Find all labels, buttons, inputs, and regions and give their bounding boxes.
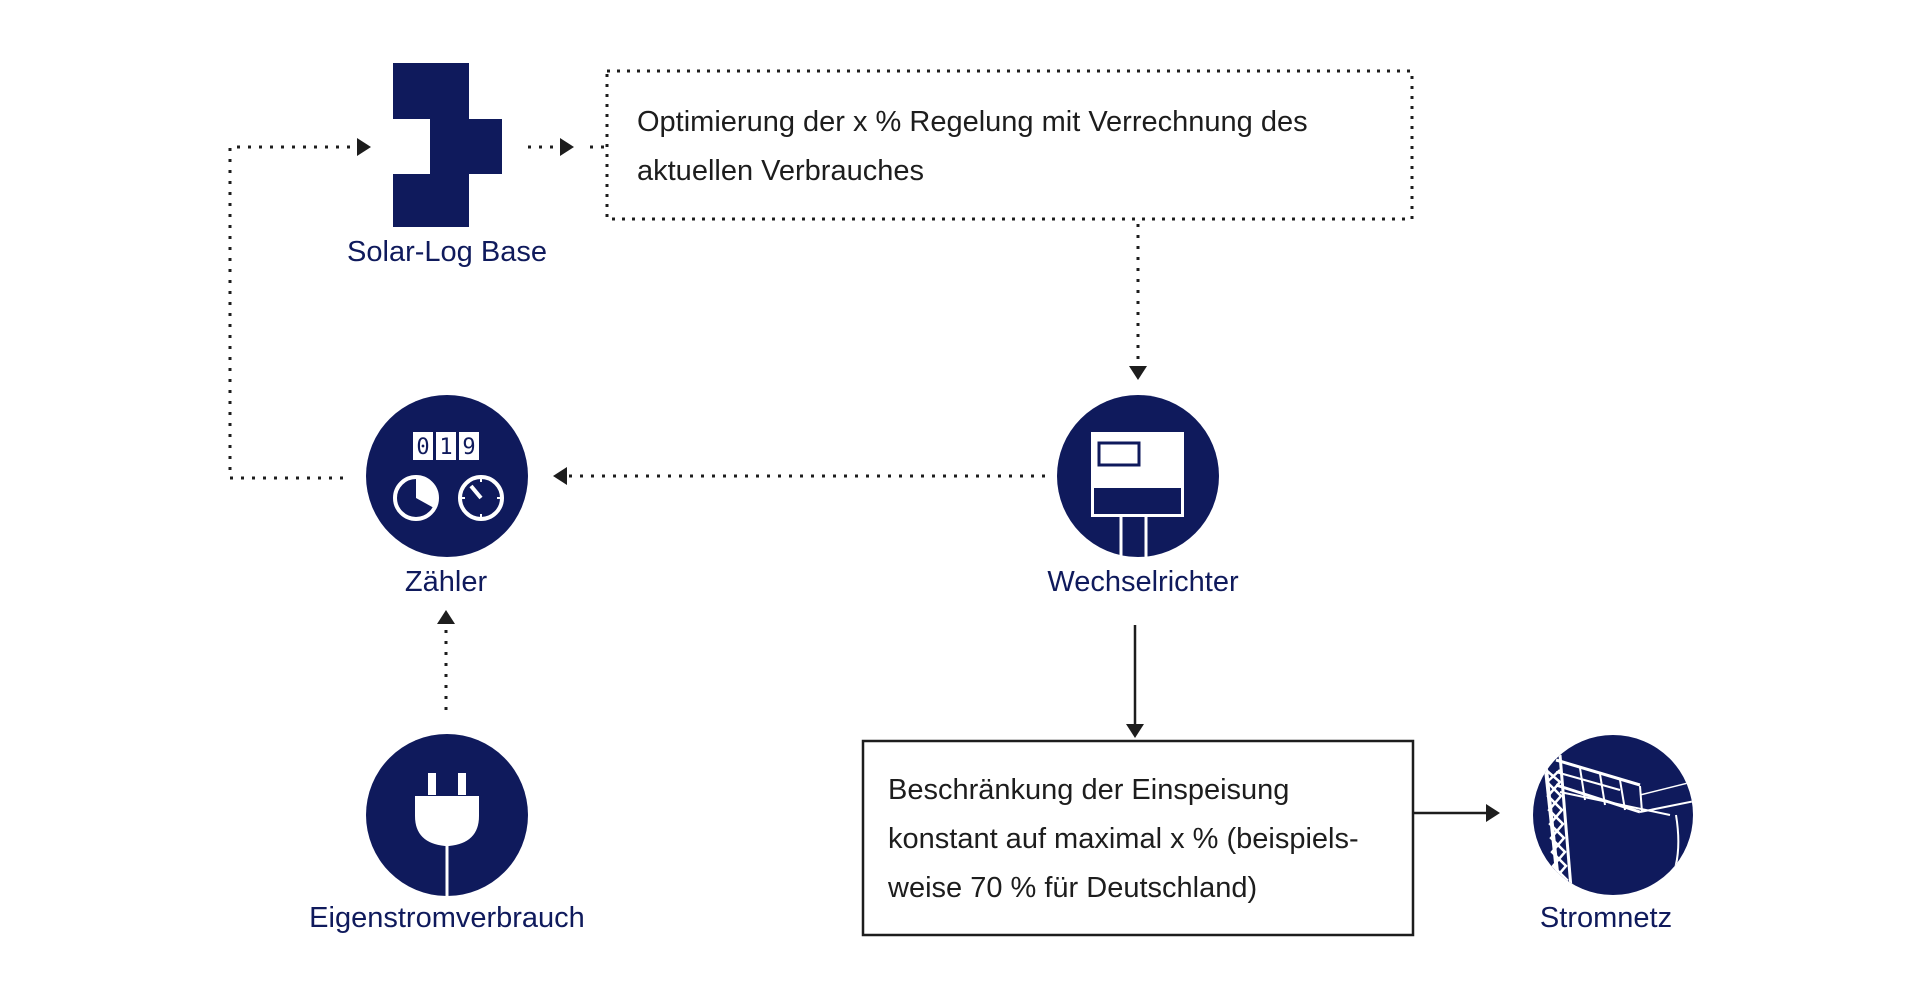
limitation-box	[861, 739, 1415, 937]
limitation-line-3: weise 70 % für Deutschland)	[888, 872, 1258, 904]
arrowhead-inverter-top	[1129, 366, 1147, 380]
arrowhead-limitation-top	[1126, 724, 1144, 738]
optimization-box	[605, 69, 1414, 221]
arrowhead-solarlog-left	[357, 138, 371, 156]
inverter-icon	[1057, 395, 1219, 560]
meter-counter-digit: 1	[439, 435, 452, 460]
electricity-meter-icon: 0 1 9	[366, 395, 528, 557]
inverter-label: Wechselrichter	[1047, 566, 1239, 598]
power-pylon-icon	[1533, 735, 1693, 895]
solarlog-label: Solar-Log Base	[347, 236, 547, 268]
optimization-line-2: aktuellen Verbrauches	[637, 155, 924, 187]
arrowhead-optimization-left	[560, 138, 574, 156]
solar-log-logo-icon	[393, 63, 502, 227]
limitation-line-1: Beschränkung der Einspeisung	[888, 774, 1290, 806]
arrowhead-meter-right	[553, 467, 567, 485]
limitation-box-text: Beschränkung der Einspeisung konstant au…	[888, 766, 1359, 913]
meter-counter-digit: 0	[416, 435, 429, 460]
optimization-box-text: Optimierung der x % Regelung mit Verrech…	[637, 98, 1308, 196]
grid-label: Stromnetz	[1539, 902, 1673, 934]
edge-meter-to-solarlog	[228, 145, 357, 480]
meter-counter-digit: 9	[462, 435, 475, 460]
limitation-line-2: konstant auf maximal x % (beispiels-	[888, 823, 1359, 855]
consumption-label: Eigenstromverbrauch	[309, 902, 585, 934]
meter-label: Zähler	[404, 566, 488, 598]
arrowhead-grid-left	[1486, 804, 1500, 822]
arrowhead-meter-bottom	[437, 610, 455, 624]
optimization-line-1: Optimierung der x % Regelung mit Verrech…	[637, 106, 1308, 138]
power-plug-icon	[366, 734, 528, 900]
